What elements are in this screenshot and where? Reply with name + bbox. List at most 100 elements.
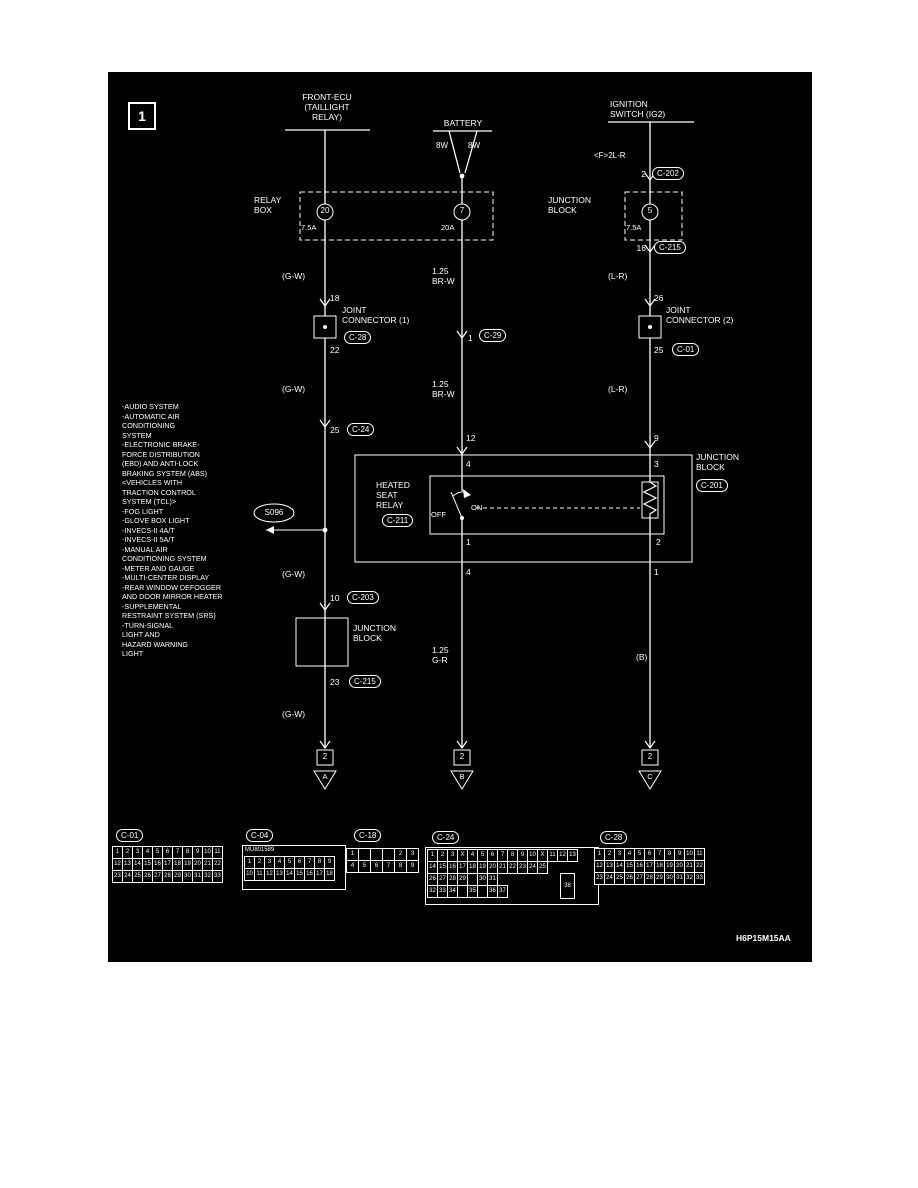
wiring-lines xyxy=(253,121,694,790)
relay-off-label: OFF xyxy=(431,510,446,519)
fuse-20-number: 20 xyxy=(320,206,330,215)
front-ecu-label-line1: FRONT-ECU xyxy=(302,92,352,102)
system-list-line: -SUPPLEMENTAL xyxy=(122,601,182,611)
pinout-c04-label: C-04 xyxy=(246,829,274,842)
ground-letter-b: B xyxy=(459,772,465,781)
ignition-label-line2: SWITCH (IG2) xyxy=(610,109,666,119)
wire-f2lr: <F>2L-R xyxy=(594,151,626,160)
heated-seat-relay-label-line3: RELAY xyxy=(376,500,404,510)
system-list-line: SYSTEM (TCL)> xyxy=(122,497,177,506)
wire-brw-1-size: 1.25 xyxy=(432,266,449,276)
pin-c215-top: 16 xyxy=(636,243,646,253)
pin-c24: 25 xyxy=(330,425,340,435)
junction-block-left-label-line1: JUNCTION xyxy=(353,623,396,633)
ground-terminal-left xyxy=(316,749,334,766)
wire-brw-2-size: 1.25 xyxy=(432,379,449,389)
battery-merge-dot xyxy=(459,173,465,179)
pin-cell: 37 xyxy=(497,885,508,898)
system-list-line: TRACTION CONTROL xyxy=(122,487,196,497)
pinout-c04-part-number: MU801589 xyxy=(245,847,275,853)
pinout-c18-label: C-18 xyxy=(354,829,382,842)
fuse-20-rating: 7.5A xyxy=(301,223,317,232)
connector-c203: C-203 xyxy=(347,591,379,604)
ground-terminal-mid xyxy=(453,749,471,766)
system-list-line: LIGHT xyxy=(122,649,144,658)
connector-c28: C-28 xyxy=(344,331,372,344)
junction-block-main-label-line2: BLOCK xyxy=(696,462,725,472)
joint-connector-1-label-line2: CONNECTOR (1) xyxy=(342,315,410,325)
junction-block-left-label-line2: BLOCK xyxy=(353,633,382,643)
relay-box-label-line1: RELAY xyxy=(254,195,282,205)
pinout-c28-label: C-28 xyxy=(600,831,628,844)
pin-mid-4-top: 4 xyxy=(466,459,471,469)
pin-cell: 25 xyxy=(537,861,548,874)
pin-cell: 18 xyxy=(324,868,335,881)
ground-letter-c: C xyxy=(647,772,653,781)
wire-gr-color: G-R xyxy=(432,655,448,665)
system-list-line: SYSTEM xyxy=(122,430,152,440)
connector-c215-top: C-215 xyxy=(654,241,686,254)
pin-jc2-in: 26 xyxy=(654,293,664,303)
wire-b: (B) xyxy=(636,652,648,662)
wire-brw-1-color: BR-W xyxy=(432,276,455,286)
splice-oval xyxy=(253,503,295,523)
system-list-line: -TURN-SIGNAL xyxy=(122,620,174,630)
pin-mid-12: 12 xyxy=(466,433,476,443)
ground-triangle-right xyxy=(638,770,662,790)
joint-connector-1-label-line1: JOINT xyxy=(342,305,367,315)
system-list-line: -INVECS-II 4A/T xyxy=(122,525,175,535)
pin-cell: 9 xyxy=(406,860,419,873)
fuse-20-symbol xyxy=(316,203,334,221)
wire-gw-4: (G-W) xyxy=(282,709,306,719)
relay-coil-box xyxy=(641,481,659,519)
system-list-line: -FOG LIGHT xyxy=(122,506,164,516)
relay-switch-blade xyxy=(450,491,463,519)
joint-connector-2-label-line2: CONNECTOR (2) xyxy=(666,315,734,325)
ignition-label-line1: IGNITION xyxy=(610,99,648,109)
relay-coil-zigzag xyxy=(642,481,658,518)
pin-c203: 10 xyxy=(330,593,340,603)
pin-right-1-below: 1 xyxy=(654,567,659,577)
ground-triangle-left xyxy=(313,770,337,790)
ground-pin-left: 2 xyxy=(322,752,328,761)
wire-lr-2: (L-R) xyxy=(608,384,628,394)
wire-8w-right: 8W xyxy=(468,141,480,150)
system-list-line: CONDITIONING xyxy=(122,421,176,430)
pin-jc1-out: 22 xyxy=(330,345,340,355)
pin-mid-4-below: 4 xyxy=(466,567,471,577)
junction-block-main-label-line1: JUNCTION xyxy=(696,452,739,462)
ground-letter-a: A xyxy=(322,772,328,781)
heated-seat-relay-label-line1: HEATED xyxy=(376,480,410,490)
pin-jc2-out: 25 xyxy=(654,345,664,355)
relay-on-label: ON xyxy=(471,503,483,512)
wiring-diagram: 1 FRONT-ECU (TAILLIGHT RELAY) BATTERY IG… xyxy=(108,72,812,962)
pin-c29: 1 xyxy=(468,333,473,343)
wire-gw-2: (G-W) xyxy=(282,384,306,394)
junction-block-main-outline xyxy=(354,454,693,563)
connector-c211: C-211 xyxy=(382,514,414,527)
junction-block-top-outline xyxy=(624,191,683,241)
front-ecu-label-line2: (TAILLIGHT xyxy=(304,102,350,112)
fuse-5-number: 5 xyxy=(647,206,653,215)
pin-mid-1-bottom: 1 xyxy=(466,537,471,547)
system-list-line: -GLOVE BOX LIGHT xyxy=(122,516,190,525)
fuse-7-rating: 20A xyxy=(441,223,455,232)
connector-c29: C-29 xyxy=(479,329,507,342)
junction-block-left-outline xyxy=(295,617,349,667)
system-list-line: AND DOOR MIRROR HEATER xyxy=(122,592,223,601)
pin-right-9: 9 xyxy=(654,433,659,443)
